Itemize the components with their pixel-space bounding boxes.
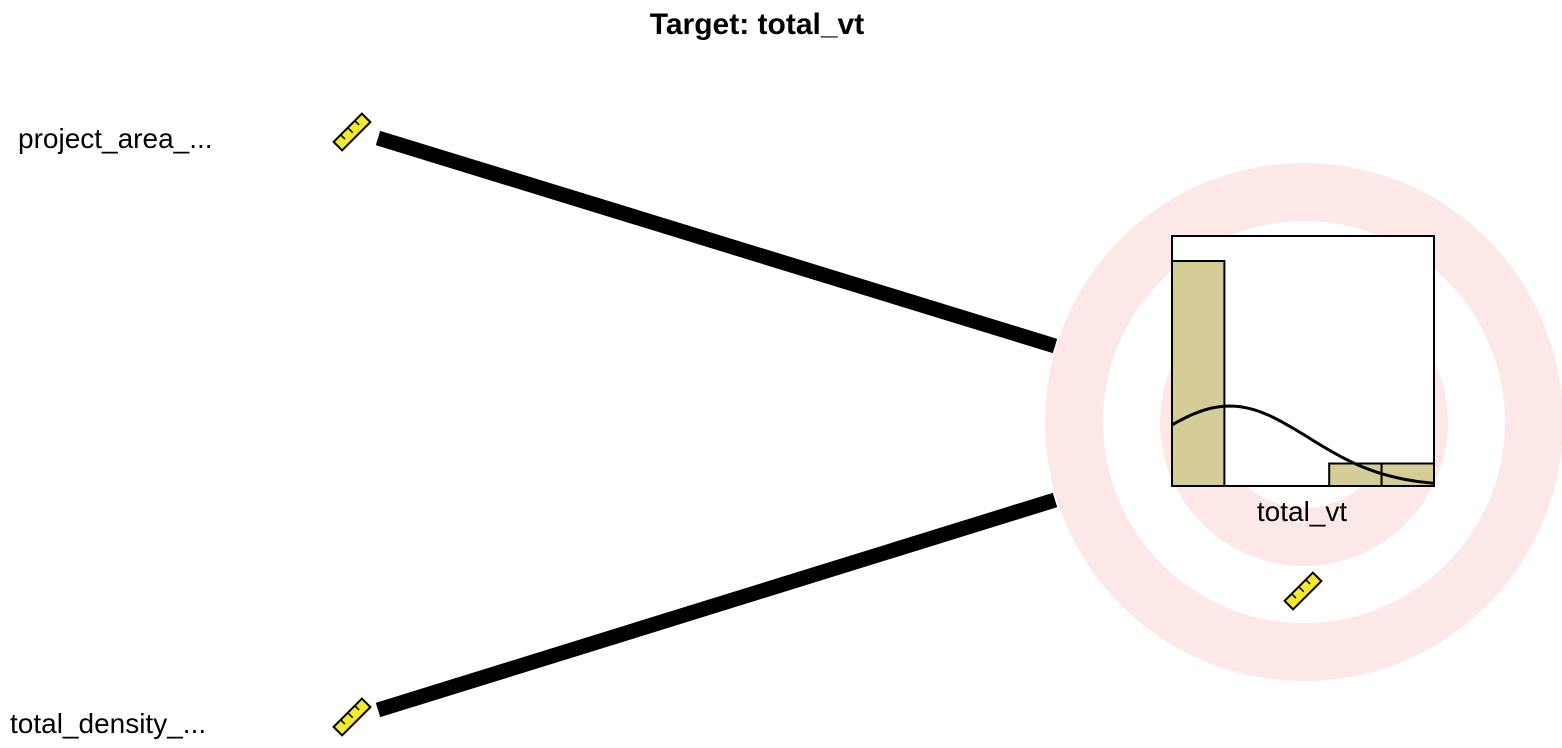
link-total-density bbox=[375, 492, 1058, 718]
link-project-area bbox=[375, 130, 1058, 354]
ruler-icon bbox=[1283, 571, 1323, 611]
target-ring-outer bbox=[1045, 163, 1562, 681]
diagram-title: Target: total_vt bbox=[650, 8, 864, 41]
target-node[interactable]: total_vt bbox=[1171, 235, 1435, 611]
ruler-icon bbox=[332, 697, 372, 737]
normal-fit-curve bbox=[1171, 404, 1435, 485]
predictor-label: project_area_... bbox=[18, 123, 213, 154]
predictor-node-project-area[interactable]: project_area_... bbox=[18, 112, 372, 154]
predictor-node-total-density[interactable]: total_density_... bbox=[10, 697, 372, 739]
histogram-bar bbox=[1328, 462, 1383, 487]
target-axis-label: total_vt bbox=[1257, 496, 1347, 527]
histogram-bar bbox=[1171, 260, 1226, 487]
ruler-icon bbox=[332, 112, 372, 152]
predictor-label: total_density_... bbox=[10, 708, 206, 739]
